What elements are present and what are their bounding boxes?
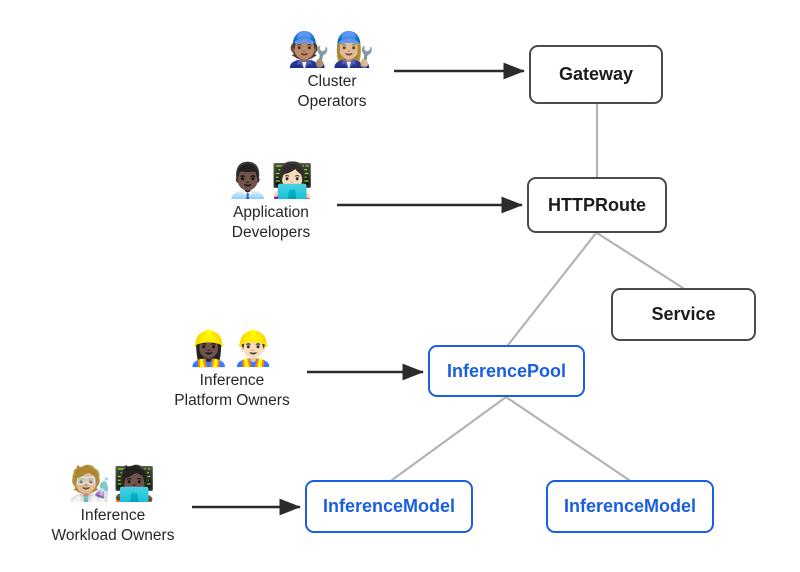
- node-gateway[interactable]: Gateway: [529, 45, 663, 104]
- persona-inference-workload-owners: 🧑🏼‍🔬🧑🏿‍💻 Inference Workload Owners: [40, 466, 186, 545]
- node-inferencemodel-right-label: InferenceModel: [563, 496, 697, 517]
- inference-workload-owners-label: Inference Workload Owners: [51, 506, 175, 544]
- cluster-operators-label: Cluster Operators: [297, 72, 367, 110]
- ownership-arrows: [192, 62, 525, 516]
- node-gateway-label: Gateway: [558, 64, 634, 85]
- edge-inferencepool-model-right: [504, 395, 631, 482]
- node-inferencemodel-right[interactable]: InferenceModel: [546, 480, 714, 533]
- node-httproute-label: HTTPRoute: [548, 194, 646, 215]
- cluster-operators-icons: 🧑🏽‍🔧👩🏼‍🔧: [287, 30, 377, 70]
- node-service-label: Service: [651, 304, 716, 325]
- persona-inference-platform-owners: 👷🏿‍♀️👷🏻‍♂️ Inference Platform Owners: [161, 331, 303, 410]
- node-service[interactable]: Service: [611, 288, 756, 341]
- edge-httproute-service: [595, 231, 685, 290]
- edge-httproute-inferencepool: [506, 231, 598, 347]
- edge-inferencepool-model-left: [390, 395, 508, 482]
- node-inferencepool[interactable]: InferencePool: [428, 345, 585, 397]
- node-inferencemodel-left-label: InferenceModel: [322, 496, 456, 517]
- inference-platform-owners-label: Inference Platform Owners: [174, 371, 290, 409]
- node-httproute[interactable]: HTTPRoute: [527, 177, 667, 233]
- inference-workload-owners-icons: 🧑🏼‍🔬🧑🏿‍💻: [68, 464, 158, 504]
- persona-cluster-operators: 🧑🏽‍🔧👩🏼‍🔧 Cluster Operators: [264, 32, 400, 111]
- application-developers-icons: 👨🏿‍💼👩🏻‍💻: [226, 161, 316, 201]
- inference-platform-owners-icons: 👷🏿‍♀️👷🏻‍♂️: [187, 329, 277, 369]
- application-developers-label: Application Developers: [231, 203, 311, 241]
- node-inferencemodel-left[interactable]: InferenceModel: [305, 480, 473, 533]
- persona-application-developers: 👨🏿‍💼👩🏻‍💻 Application Developers: [203, 163, 339, 242]
- node-inferencepool-label: InferencePool: [446, 360, 567, 381]
